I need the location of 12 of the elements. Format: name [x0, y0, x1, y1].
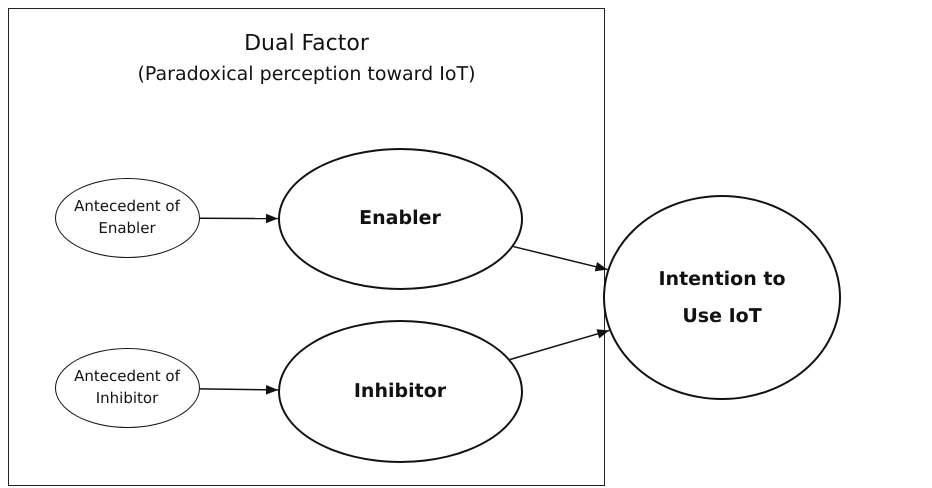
node-label: Enabler: [359, 206, 441, 232]
node-label: Antecedent of Inhibitor: [73, 366, 182, 408]
arrow: [510, 329, 610, 360]
arrow: [200, 384, 278, 395]
group-title: Dual Factor: [243, 31, 370, 56]
arrow: [200, 214, 278, 224]
node-label: Intention to Use IoT: [657, 267, 787, 328]
arrow: [513, 246, 608, 272]
group-box: [8, 8, 605, 486]
node-label: Inhibitor: [354, 378, 446, 404]
group-subtitle: (Paradoxical perception toward IoT): [136, 63, 476, 85]
node-label: Antecedent of Enabler: [73, 196, 182, 238]
